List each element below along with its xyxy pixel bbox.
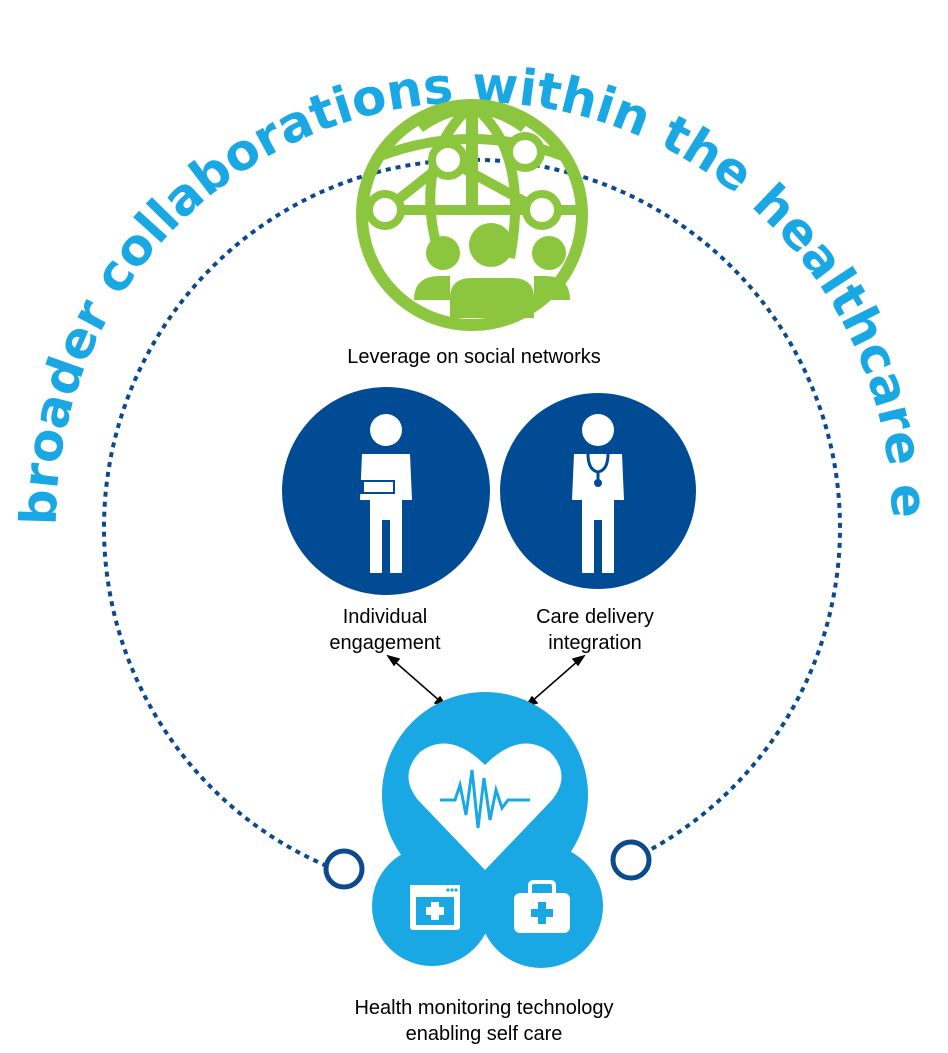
collaboration-ring (102, 157, 842, 868)
individual-engagement-line1: Individual (342, 606, 428, 628)
medical-kit-icon (514, 880, 570, 933)
patient-icon (360, 414, 412, 573)
doctor-icon (572, 414, 624, 573)
arrow-care-to-health (524, 654, 586, 708)
care-delivery-node (500, 393, 696, 589)
browser-medical-icon (410, 885, 460, 930)
heart-pulse-icon (408, 743, 562, 870)
health-monitoring-node (372, 692, 603, 968)
individual-engagement-label: Individual engagement (280, 604, 490, 656)
individual-engagement-line2: engagement (329, 632, 441, 654)
health-monitoring-label: Health monitoring technology enabling se… (274, 995, 694, 1047)
care-delivery-line2: integration (548, 632, 642, 654)
social-networks-label: Leverage on social networks (347, 346, 601, 368)
health-monitoring-line1: Health monitoring technology (354, 997, 614, 1019)
ring-end-left (323, 848, 365, 890)
arrow-individual-to-health (386, 654, 448, 708)
globe-people-icon (356, 99, 588, 331)
care-delivery-line1: Care delivery (536, 606, 654, 628)
health-monitoring-line2: enabling self care (405, 1023, 563, 1045)
ring-end-right (610, 839, 652, 881)
individual-engagement-node (282, 387, 490, 595)
care-delivery-label: Care delivery integration (490, 604, 700, 656)
